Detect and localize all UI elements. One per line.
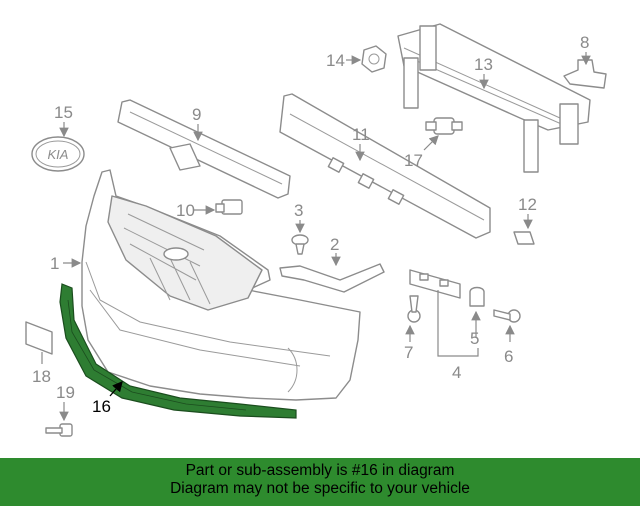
part-8-bracket[interactable] bbox=[563, 59, 607, 89]
part-3-clip[interactable] bbox=[291, 234, 309, 255]
banner-line-1: Part or sub-assembly is #16 in diagram bbox=[185, 462, 455, 479]
part-4-bracket[interactable] bbox=[409, 269, 461, 299]
callout-7: 7 bbox=[404, 343, 413, 362]
callout-3: 3 bbox=[294, 201, 303, 220]
part-13-reinforcement-beam[interactable] bbox=[397, 23, 591, 173]
callout-19: 19 bbox=[56, 383, 75, 402]
part-14-nut[interactable] bbox=[361, 45, 387, 73]
part-15-emblem[interactable]: KIA bbox=[31, 136, 85, 172]
leader-lines bbox=[41, 52, 591, 422]
info-banner: Part or sub-assembly is #16 in diagram D… bbox=[0, 458, 640, 506]
part-19-screw[interactable] bbox=[45, 423, 73, 437]
callout-4: 4 bbox=[452, 363, 461, 382]
part-1-bumper-cover[interactable] bbox=[81, 169, 361, 401]
callout-2: 2 bbox=[330, 235, 339, 254]
part-5-clip[interactable] bbox=[469, 286, 485, 307]
callout-8: 8 bbox=[580, 33, 589, 52]
callout-16: 16 bbox=[92, 397, 111, 416]
banner-line-2: Diagram may not be specific to your vehi… bbox=[170, 480, 470, 497]
part-6-screw[interactable] bbox=[493, 309, 521, 323]
part-11-energy-absorber[interactable] bbox=[279, 93, 491, 239]
callout-12: 12 bbox=[518, 195, 537, 214]
callout-5: 5 bbox=[470, 329, 479, 348]
callout-9: 9 bbox=[192, 105, 201, 124]
callout-13: 13 bbox=[474, 55, 493, 74]
callout-15: 15 bbox=[54, 103, 73, 122]
part-12-cap[interactable] bbox=[513, 231, 535, 245]
part-17-clip[interactable] bbox=[425, 117, 463, 135]
callout-10: 10 bbox=[176, 201, 195, 220]
part-18-plate-bracket[interactable] bbox=[25, 321, 53, 355]
part-9-upper-absorber[interactable] bbox=[117, 99, 291, 199]
emblem-text: KIA bbox=[48, 147, 69, 162]
callout-14: 14 bbox=[326, 51, 345, 70]
part-2-bracket[interactable] bbox=[279, 263, 385, 293]
callout-6: 6 bbox=[504, 347, 513, 366]
part-10-bolt[interactable] bbox=[215, 199, 243, 215]
callout-11: 11 bbox=[352, 125, 370, 144]
callout-17: 17 bbox=[404, 151, 423, 170]
part-7-screw[interactable] bbox=[407, 295, 421, 323]
callout-1: 1 bbox=[50, 254, 59, 273]
parts-diagram: KIA bbox=[25, 23, 607, 437]
callout-18: 18 bbox=[32, 367, 51, 386]
